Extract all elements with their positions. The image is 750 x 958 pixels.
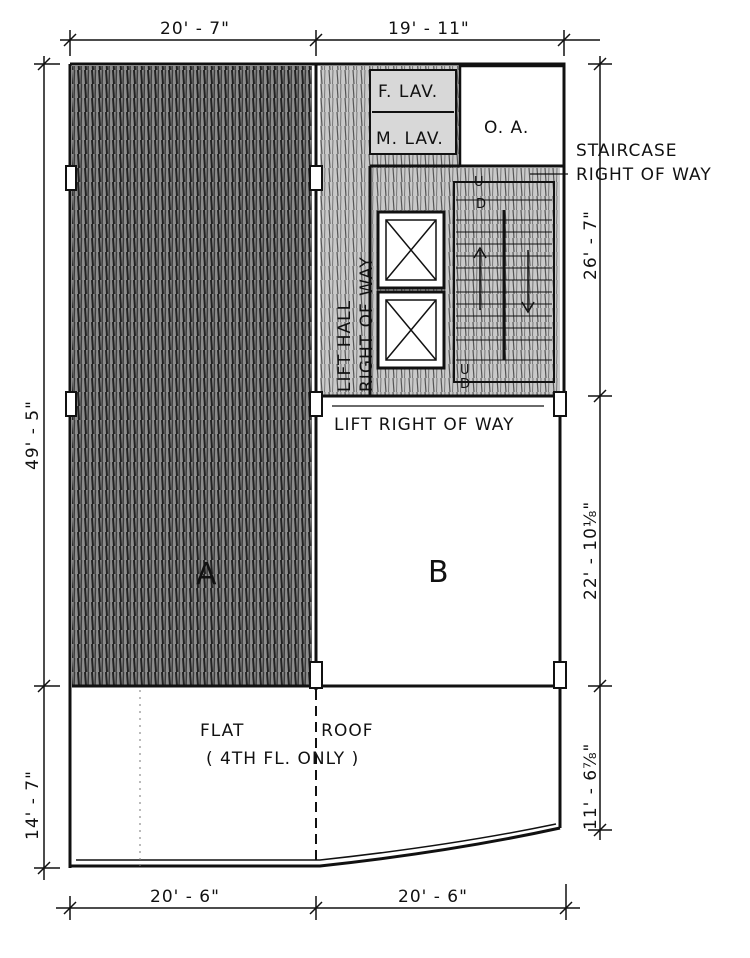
interior-walls (72, 64, 564, 690)
stair-d-top: D (476, 197, 486, 212)
staircase-label-2: RIGHT OF WAY (576, 165, 712, 185)
oa-room (458, 64, 566, 168)
outer-walls (68, 62, 566, 868)
dim-left-total: 49' - 5" (23, 400, 43, 470)
area-b-label: B (428, 555, 449, 590)
dim-bottom-right: 20' - 6" (398, 887, 468, 907)
staircase-label-1: STAIRCASE (576, 141, 678, 161)
dim-bottom-left: 20' - 6" (150, 887, 220, 907)
m-lav-label: M. LAV. (376, 129, 444, 149)
f-lav-label: F. LAV. (378, 82, 438, 102)
columns (65, 165, 567, 689)
dim-top-right: 19' - 11" (388, 19, 470, 39)
stair-u-top: U (474, 175, 484, 190)
oa-label: O. A. (484, 118, 529, 138)
dim-right-upper: 26' - 7" (581, 210, 601, 280)
stair-u-bottom: U (460, 363, 470, 378)
staircase (453, 181, 555, 383)
area-a-hatch (72, 66, 312, 686)
lift-shafts (376, 210, 446, 370)
area-a-label: A (196, 557, 217, 592)
dim-left-lower: 14' - 7" (23, 770, 43, 840)
dim-right-middle: 22' - 10⅛" (581, 501, 601, 600)
lift-right-of-way-label: LIFT RIGHT OF WAY (334, 415, 514, 435)
lift-hall-label-1: LIFT HALL (335, 300, 355, 392)
dim-top-left: 20' - 7" (160, 19, 230, 39)
dim-right-lower: 11' - 6⅞" (581, 743, 601, 830)
flat-roof-note: ( 4TH FL. ONLY ) (206, 749, 359, 769)
flat-roof-label: FLAT ROOF (200, 721, 374, 741)
dimension-lines (34, 30, 612, 920)
lift-hall-label-2: RIGHT OF WAY (357, 256, 377, 392)
stair-d-bottom: D (460, 377, 470, 392)
